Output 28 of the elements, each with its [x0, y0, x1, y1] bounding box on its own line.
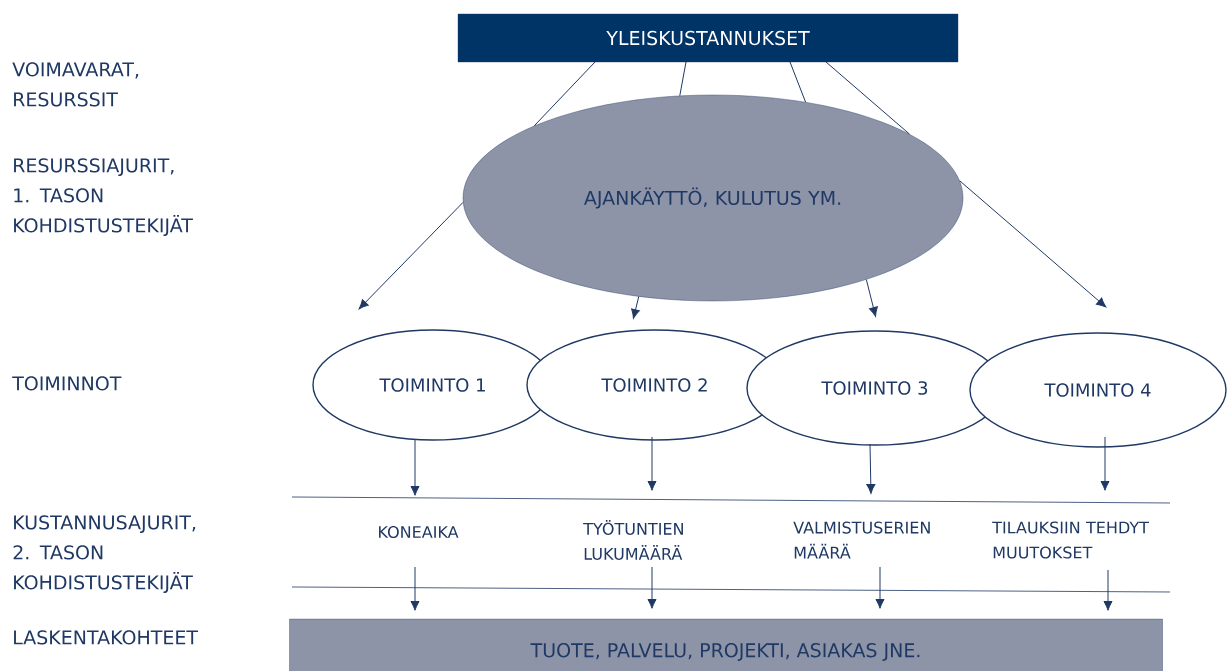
- driver-text: VALMISTUSERIEN MÄÄRÄ: [793, 521, 930, 559]
- arrow: [647, 436, 657, 491]
- arrow: [631, 296, 640, 319]
- node-label: TOIMINTO 4: [1044, 383, 1151, 397]
- connector-line: [789, 61, 807, 103]
- driver-text: TILAUKSIIN TEHDYT MUUTOKSET: [992, 521, 1149, 559]
- row-label: RESURSSIAJURIT, 1. TASON KOHDISTUSTEKIJÄT: [14, 158, 193, 237]
- cost-box: YLEISKUSTANNUKSET: [457, 13, 959, 63]
- arrow: [875, 566, 885, 609]
- row-label: LASKENTAKOHTEET: [14, 630, 199, 645]
- arrow: [1100, 436, 1110, 491]
- arrow: [1103, 569, 1113, 611]
- connector-line: [679, 61, 687, 97]
- arrow: [865, 279, 878, 317]
- arrow: [959, 180, 1107, 308]
- driver-text: KONEAIKA: [379, 525, 459, 539]
- row-label: KUSTANNUSAJURIT, 2. TASON KOHDISTUSTEKIJÄT: [13, 515, 196, 594]
- connector-line: [825, 61, 911, 135]
- row-label: TOIMINNOT: [12, 376, 122, 391]
- arrow: [358, 201, 464, 310]
- arrow: [647, 566, 657, 609]
- arrow: [410, 439, 420, 496]
- driver-text: TYÖTUNTIEN LUKUMÄÄRÄ: [583, 520, 683, 560]
- cost-object-box: TUOTE, PALVELU, PROJEKTI, ASIAKAS JNE.: [289, 618, 1163, 671]
- arrow: [866, 443, 876, 494]
- row-label: VOIMAVARAT, RESURSSIT: [12, 62, 139, 107]
- arrow: [410, 566, 420, 611]
- connector-line: [533, 61, 596, 127]
